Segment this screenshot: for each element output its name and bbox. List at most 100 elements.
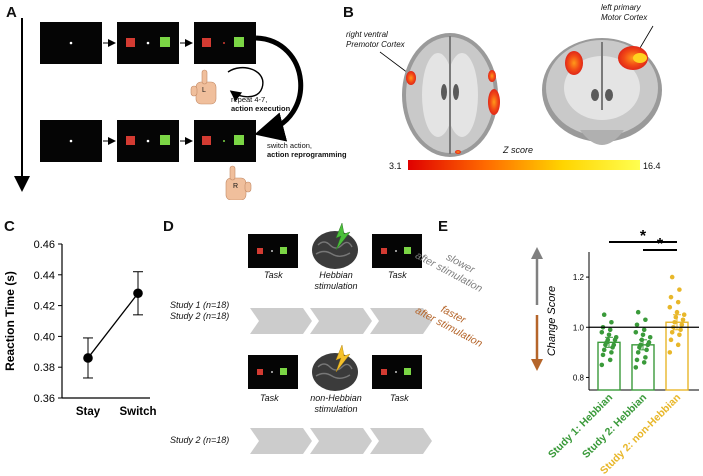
- colorbar-max: 16.4: [643, 161, 661, 171]
- e-data-point: [675, 299, 681, 305]
- e-data-point: [679, 322, 685, 328]
- task-label-3: Task: [260, 393, 279, 403]
- panel-a-diagram: [14, 18, 304, 200]
- repeat-loop-arrow: [227, 67, 264, 102]
- e-y-label: Change Score: [546, 286, 558, 356]
- task-label-2: Task: [388, 270, 407, 280]
- task-label-4: Task: [390, 393, 409, 403]
- e-data-point: [639, 337, 645, 343]
- panel-d-diagram: [248, 222, 432, 454]
- e-data-point: [599, 362, 605, 368]
- e-data-point: [677, 332, 682, 338]
- panel-b-letter: B: [343, 4, 354, 21]
- e-data-point: [668, 337, 674, 343]
- c-x-tick-label: Stay: [76, 406, 101, 418]
- e-y-tick-label: 0.8: [573, 373, 585, 382]
- e-y-tick-label: 1.0: [573, 323, 585, 332]
- e-data-point: [669, 329, 675, 335]
- e-significance-star: *: [640, 228, 647, 245]
- hand-right-label: R: [233, 183, 239, 190]
- c-point: [83, 353, 93, 363]
- e-data-point: [601, 347, 607, 353]
- panel-a-letter: A: [6, 4, 17, 21]
- e-data-point: [643, 355, 648, 360]
- c-y-tick-label: 0.36: [34, 393, 55, 405]
- e-data-point: [667, 304, 673, 310]
- e-data-point: [643, 317, 648, 323]
- e-data-point: [613, 335, 619, 340]
- e-data-point: [635, 309, 641, 315]
- e-data-point: [675, 342, 681, 348]
- e-data-point: [678, 327, 683, 333]
- task-label-1: Task: [264, 270, 283, 280]
- panel-c-letter: C: [4, 218, 15, 235]
- task-screen-4: [372, 355, 422, 389]
- study-row-2-label: Study 2 (n=18): [170, 435, 230, 445]
- brain-hebbian-icon: [312, 222, 358, 269]
- e-data-point: [680, 317, 686, 323]
- c-y-tick-label: 0.44: [34, 270, 55, 282]
- e-data-point: [646, 340, 652, 345]
- task-screen-2: [372, 234, 422, 268]
- repeat-annotation: repeat 4-7, action execution: [231, 95, 291, 113]
- study-row-1-label: Study 1 (n=18)Study 2 (n=18): [170, 300, 230, 321]
- task-screen-1: [248, 234, 298, 268]
- c-x-tick-label: Switch: [119, 406, 156, 418]
- e-data-point: [609, 350, 614, 355]
- e-data-point: [607, 327, 613, 333]
- colorbar-min: 3.1: [389, 161, 402, 171]
- e-data-point: [641, 327, 647, 333]
- c-series-line: [87, 292, 139, 359]
- c-point: [133, 288, 143, 299]
- c-y-label: Reaction Time (s): [3, 271, 17, 371]
- e-data-point: [634, 322, 640, 328]
- panel-e-letter: E: [438, 218, 449, 235]
- c-y-tick-label: 0.40: [34, 331, 55, 343]
- chevron-row-1: [250, 308, 432, 334]
- e-data-point: [673, 314, 679, 320]
- axial-brain-slice: [402, 33, 500, 157]
- e-data-point: [641, 360, 647, 365]
- e-data-point: [644, 347, 649, 353]
- e-data-point: [633, 365, 639, 370]
- switch-annotation: switch action, action reprogramming: [267, 141, 347, 159]
- e-data-point: [640, 332, 646, 338]
- e-significance-star: *: [657, 236, 664, 253]
- colorbar-title: Z score: [503, 145, 534, 155]
- e-data-point: [634, 357, 640, 363]
- colorbar: [408, 160, 640, 170]
- e-data-point: [669, 274, 675, 280]
- e-data-point: [677, 287, 682, 292]
- e-data-point: [647, 335, 653, 340]
- e-data-point: [611, 342, 617, 348]
- coronal-brain-slice: [542, 38, 662, 145]
- e-data-point: [635, 350, 641, 355]
- e-data-point: [674, 309, 680, 315]
- e-data-point: [638, 342, 643, 348]
- e-y-tick-label: 1.2: [573, 273, 585, 282]
- hand-left-label: L: [202, 87, 206, 94]
- e-data-point: [606, 332, 612, 338]
- task-screen-3: [248, 355, 298, 389]
- e-data-point: [600, 352, 606, 358]
- e-data-point: [681, 312, 687, 318]
- e-data-point: [599, 329, 605, 335]
- chevron-row-2: [250, 428, 432, 454]
- switch-arrow: [254, 35, 304, 142]
- panel-d-letter: D: [163, 218, 174, 235]
- e-data-point: [605, 337, 611, 343]
- e-data-point: [668, 294, 674, 300]
- e-data-point: [672, 319, 677, 325]
- e-data-point: [633, 329, 639, 335]
- brain-nonhebbian-icon: [312, 344, 358, 391]
- hand-left-icon: [190, 69, 217, 105]
- e-data-point: [609, 319, 614, 325]
- hand-right-icon: [225, 165, 252, 200]
- e-bar: [665, 321, 689, 391]
- c-y-tick-label: 0.46: [34, 239, 55, 251]
